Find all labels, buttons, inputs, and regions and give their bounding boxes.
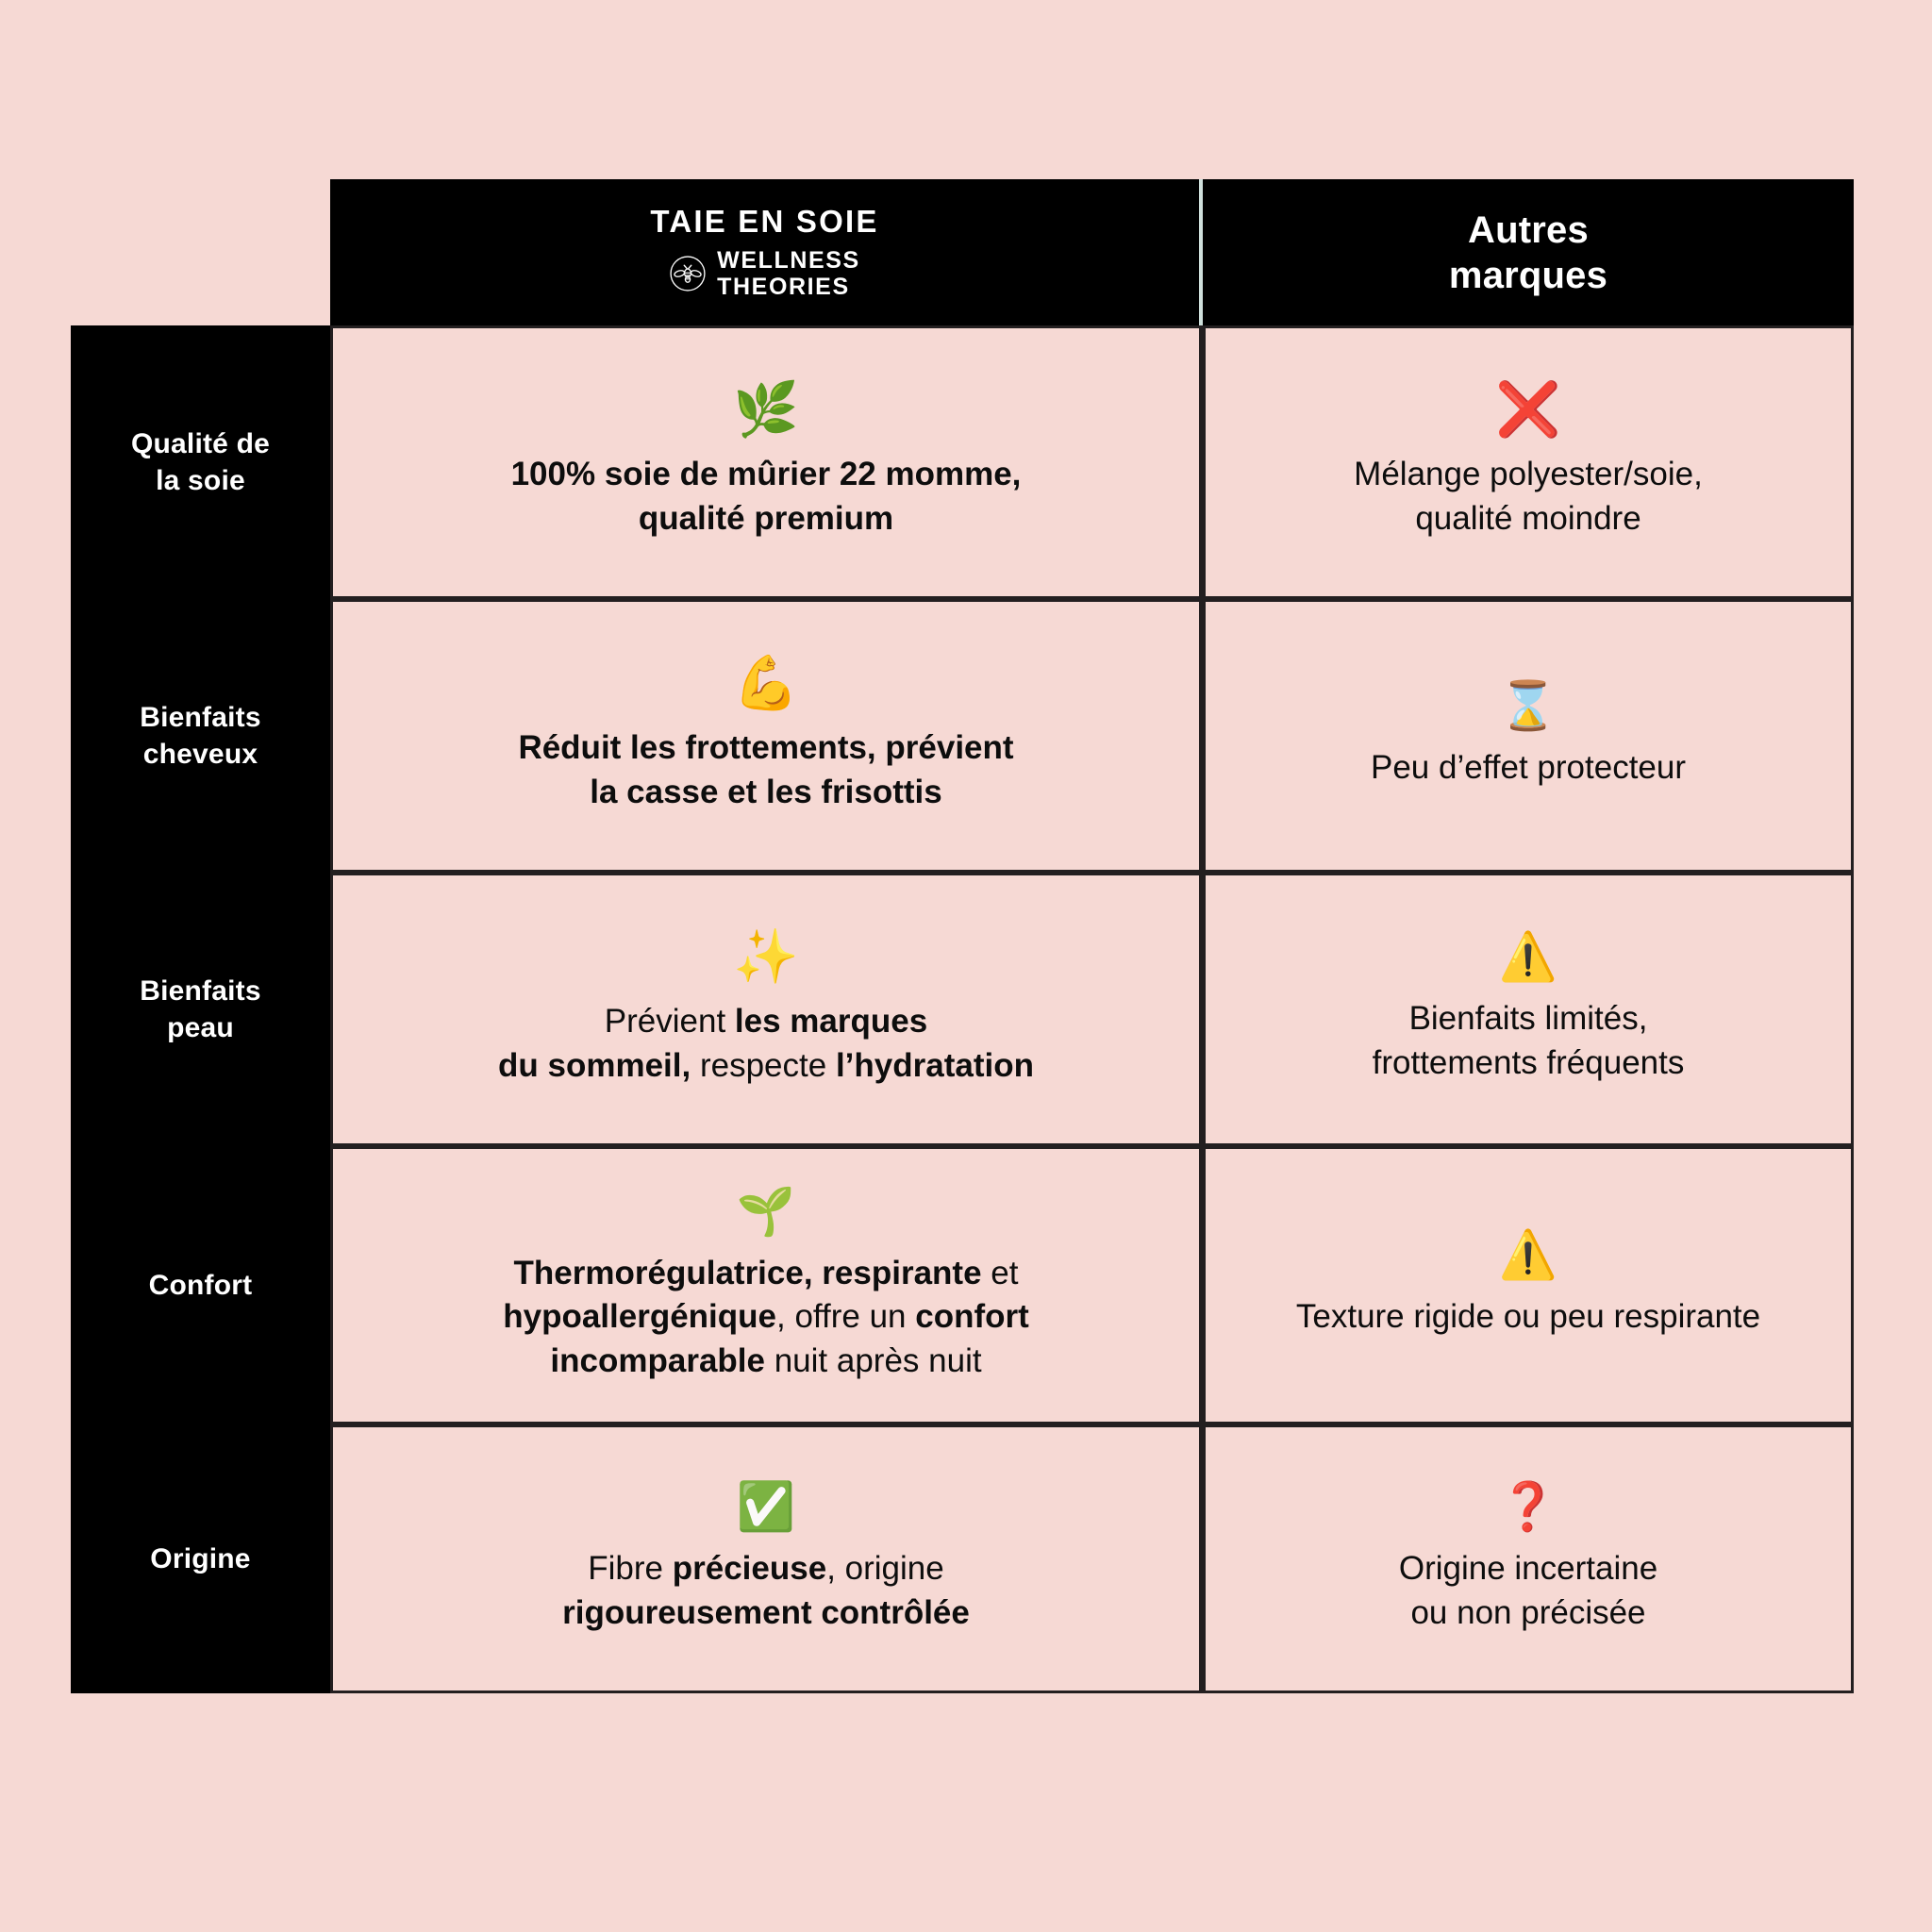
cell-brand-cheveux: 💪 Réduit les frottements, prévient la ca… (330, 599, 1203, 873)
header-brand-column: TAIE EN SOIE WELLNESS THEORIES (330, 179, 1203, 325)
cell-other-peau-line1: Bienfaits limités, (1408, 1000, 1648, 1038)
confort-l2-bold-a: hypoallergénique (503, 1298, 776, 1336)
cell-brand-origine-line1: Fibre précieuse, origine (588, 1547, 943, 1591)
cell-other-origine-line2: ou non précisée (1410, 1593, 1646, 1631)
cell-other-qualite-line2: qualité moindre (1415, 500, 1641, 537)
cell-brand-origine-line2: rigoureusement contrôlée (562, 1593, 970, 1631)
warning-icon: ⚠️ (1498, 1228, 1558, 1282)
header-corner-blank (71, 179, 330, 325)
row-label-bienfaits-cheveux: Bienfaits cheveux (71, 599, 330, 873)
cell-other-cheveux-line1: Peu d’effet protecteur (1370, 748, 1687, 786)
white-check-mark-icon: ✅ (736, 1479, 796, 1533)
cell-brand-peau-line1: Prévient les marques (605, 1000, 927, 1044)
row-label-confort: Confort (71, 1146, 330, 1424)
brand-sub-lines: WELLNESS THEORIES (717, 247, 860, 300)
cell-brand-confort-line1: Thermorégulatrice, respirante et (514, 1252, 1019, 1296)
bee-in-circle-icon (670, 256, 706, 291)
row-label-line1: Qualité de (130, 428, 271, 459)
row-label-line1: Bienfaits (140, 975, 261, 1007)
peau-l2-regular: respecte (691, 1047, 836, 1084)
cell-brand-cheveux-line2: la casse et les frisottis (590, 774, 942, 810)
cell-brand-qualite-line1: 100% soie de mûrier 22 momme, (510, 456, 1022, 493)
brand-title: TAIE EN SOIE (650, 203, 879, 239)
row-label-line2: peau (167, 1012, 234, 1043)
row-label-line1: Origine (150, 1543, 251, 1574)
peau-l1-bold: les marques (734, 1003, 928, 1041)
cell-other-confort: ⚠️ Texture rigide ou peu respirante (1203, 1146, 1854, 1424)
comparison-table: TAIE EN SOIE WELLNESS THEORIES (71, 179, 1854, 1693)
peau-l1-regular: Prévient (604, 1003, 735, 1041)
cell-brand-origine: ✅ Fibre précieuse, origine rigoureusemen… (330, 1424, 1203, 1693)
sparkles-icon: ✨ (733, 926, 799, 987)
cell-brand-confort-line3: incomparable nuit après nuit (550, 1340, 981, 1384)
header-other-column: Autres marques (1203, 179, 1854, 325)
row-label-qualite-de-la-soie: Qualité de la soie (71, 325, 330, 599)
cell-brand-cheveux-line1: Réduit les frottements, prévient (518, 729, 1014, 767)
row-label-bienfaits-peau: Bienfaits peau (71, 873, 330, 1146)
origine-l1-bold: précieuse (672, 1549, 827, 1587)
brand-sub-line1: WELLNESS (717, 247, 860, 275)
brand-lockup: WELLNESS THEORIES (669, 247, 860, 300)
cell-other-confort-line1: Texture rigide ou peu respirante (1295, 1298, 1761, 1336)
cell-other-qualite-line1: Mélange polyester/soie, (1354, 456, 1703, 493)
cell-other-qualite: ❌ Mélange polyester/soie, qualité moindr… (1203, 325, 1854, 599)
red-cross-mark-icon: ❌ (1495, 379, 1561, 440)
cell-other-peau-line2: frottements fréquents (1372, 1044, 1685, 1081)
cell-brand-confort: 🌱 Thermorégulatrice, respirante et hypoa… (330, 1146, 1203, 1424)
other-title-line1: Autres (1468, 208, 1589, 251)
brand-sub-line2: THEORIES (717, 274, 850, 301)
row-label-line2: cheveux (142, 739, 258, 770)
cell-other-origine: ❓ Origine incertaine ou non précisée (1203, 1424, 1854, 1693)
flexed-biceps-icon: 💪 (733, 653, 799, 713)
warning-icon: ⚠️ (1498, 930, 1558, 984)
confort-l1-bold: Thermorégulatrice, respirante (513, 1254, 982, 1291)
red-question-mark-icon: ❓ (1498, 1479, 1558, 1533)
hourglass-icon: ⌛ (1498, 678, 1558, 732)
cell-brand-qualite: 🌿 100% soie de mûrier 22 momme, qualité … (330, 325, 1203, 599)
peau-l2-bold-a: du sommeil, (498, 1047, 691, 1084)
confort-l3-regular: nuit après nuit (764, 1341, 982, 1379)
cell-other-peau: ⚠️ Bienfaits limités, frottements fréque… (1203, 873, 1854, 1146)
origine-l1-regular-b: , origine (826, 1549, 944, 1587)
confort-l2-bold-b: confort (915, 1298, 1029, 1336)
confort-l3-bold: incomparable (550, 1341, 765, 1379)
seedling-icon: 🌱 (736, 1184, 796, 1238)
cell-brand-peau: ✨ Prévient les marques du sommeil, respe… (330, 873, 1203, 1146)
row-label-line1: Bienfaits (140, 702, 261, 733)
cell-brand-confort-line2: hypoallergénique, offre un confort (503, 1295, 1029, 1340)
row-label-line1: Confort (148, 1270, 253, 1301)
peau-l2-bold-b: l’hydratation (835, 1047, 1034, 1084)
origine-l1-regular-a: Fibre (588, 1549, 673, 1587)
row-label-line2: la soie (156, 465, 245, 496)
herb-icon: 🌿 (733, 379, 799, 440)
cell-other-origine-line1: Origine incertaine (1398, 1549, 1658, 1587)
confort-l1-regular: et (981, 1254, 1019, 1291)
row-label-origine: Origine (71, 1424, 330, 1693)
cell-brand-peau-line2: du sommeil, respecte l’hydratation (498, 1044, 1034, 1089)
confort-l2-regular: , offre un (776, 1298, 916, 1336)
cell-other-cheveux: ⌛ Peu d’effet protecteur (1203, 599, 1854, 873)
other-title-line2: marques (1448, 254, 1608, 296)
cell-brand-qualite-line2: qualité premium (638, 500, 894, 537)
